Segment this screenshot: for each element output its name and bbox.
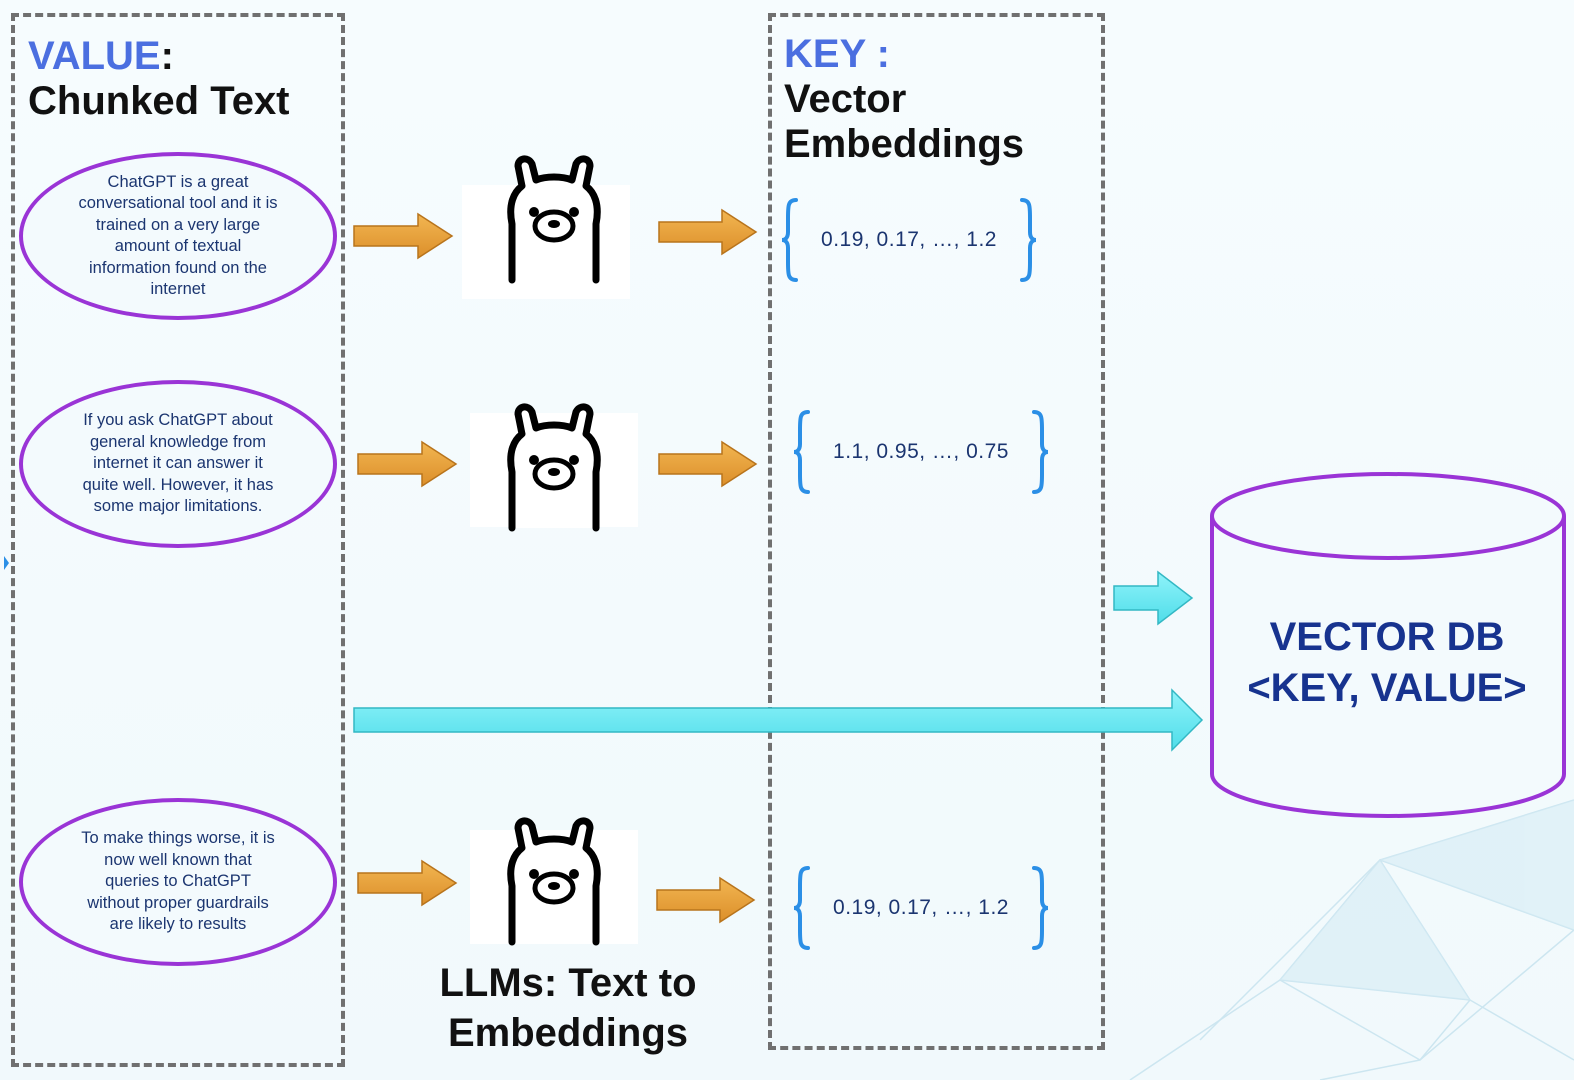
vector-embedding: 0.19, 0.17, …, 1.2 xyxy=(792,866,1050,950)
embedding-values: 1.1, 0.95, …, 0.75 xyxy=(833,440,1009,463)
text-chunk-bubble: ChatGPT is a great conversational tool a… xyxy=(19,152,337,320)
arrow-right-icon xyxy=(656,876,756,924)
vector-db-subtitle: <KEY, VALUE> xyxy=(1247,665,1527,710)
value-panel xyxy=(11,13,345,1067)
llm-caption-line1: LLMs: Text to xyxy=(439,961,697,1005)
arrow-right-icon xyxy=(357,440,458,488)
vector-embedding: 0.19, 0.17, …, 1.2 xyxy=(780,198,1038,282)
key-label: KEY : xyxy=(784,32,890,76)
right-brace-icon xyxy=(1032,866,1049,950)
arrow-right-icon xyxy=(353,688,1204,752)
value-label: VALUE xyxy=(28,34,161,78)
embedding-values: 0.19, 0.17, …, 1.2 xyxy=(821,228,997,251)
arrow-right-icon xyxy=(357,859,458,907)
cylinder-icon xyxy=(1210,472,1566,818)
llm-caption-line2: Embeddings xyxy=(447,1011,689,1055)
key-heading: KEY : Vector Embeddings xyxy=(784,32,1024,166)
text-chunk-bubble: To make things worse, it is now well kno… xyxy=(19,798,337,966)
vector-db-title: VECTOR DB xyxy=(1269,615,1505,659)
text-chunk: To make things worse, it is now well kno… xyxy=(81,829,275,934)
key-panel xyxy=(768,13,1105,1050)
vector-db-label: VECTOR DB <KEY, VALUE> xyxy=(1212,612,1562,714)
text-chunk-bubble: If you ask ChatGPT about general knowled… xyxy=(19,380,337,548)
left-brace-icon xyxy=(793,866,810,950)
value-heading: VALUE: Chunked Text xyxy=(28,34,290,124)
llama-icon xyxy=(507,403,601,532)
llm-caption: LLMs: Text to Embeddings xyxy=(418,958,718,1058)
embedding-values: 0.19, 0.17, …, 1.2 xyxy=(833,896,1009,919)
edge-marker-icon xyxy=(4,556,9,570)
value-colon: : xyxy=(160,34,174,78)
left-brace-icon xyxy=(793,410,810,494)
arrow-right-icon xyxy=(658,440,758,488)
value-subtitle: Chunked Text xyxy=(28,78,290,123)
left-brace-icon xyxy=(781,198,798,282)
text-chunk: ChatGPT is a great conversational tool a… xyxy=(78,172,278,299)
right-brace-icon xyxy=(1032,410,1049,494)
arrow-right-icon xyxy=(353,212,454,260)
key-subtitle-line2: Embeddings xyxy=(784,121,1025,166)
right-brace-icon xyxy=(1020,198,1037,282)
text-chunk: If you ask ChatGPT about general knowled… xyxy=(82,411,274,516)
arrow-right-icon xyxy=(1113,570,1194,626)
arrow-right-icon xyxy=(658,208,758,256)
key-subtitle-line1: Vector xyxy=(784,76,907,121)
llama-icon xyxy=(507,155,601,284)
vector-embedding: 1.1, 0.95, …, 0.75 xyxy=(792,410,1050,494)
llama-icon xyxy=(507,817,601,946)
